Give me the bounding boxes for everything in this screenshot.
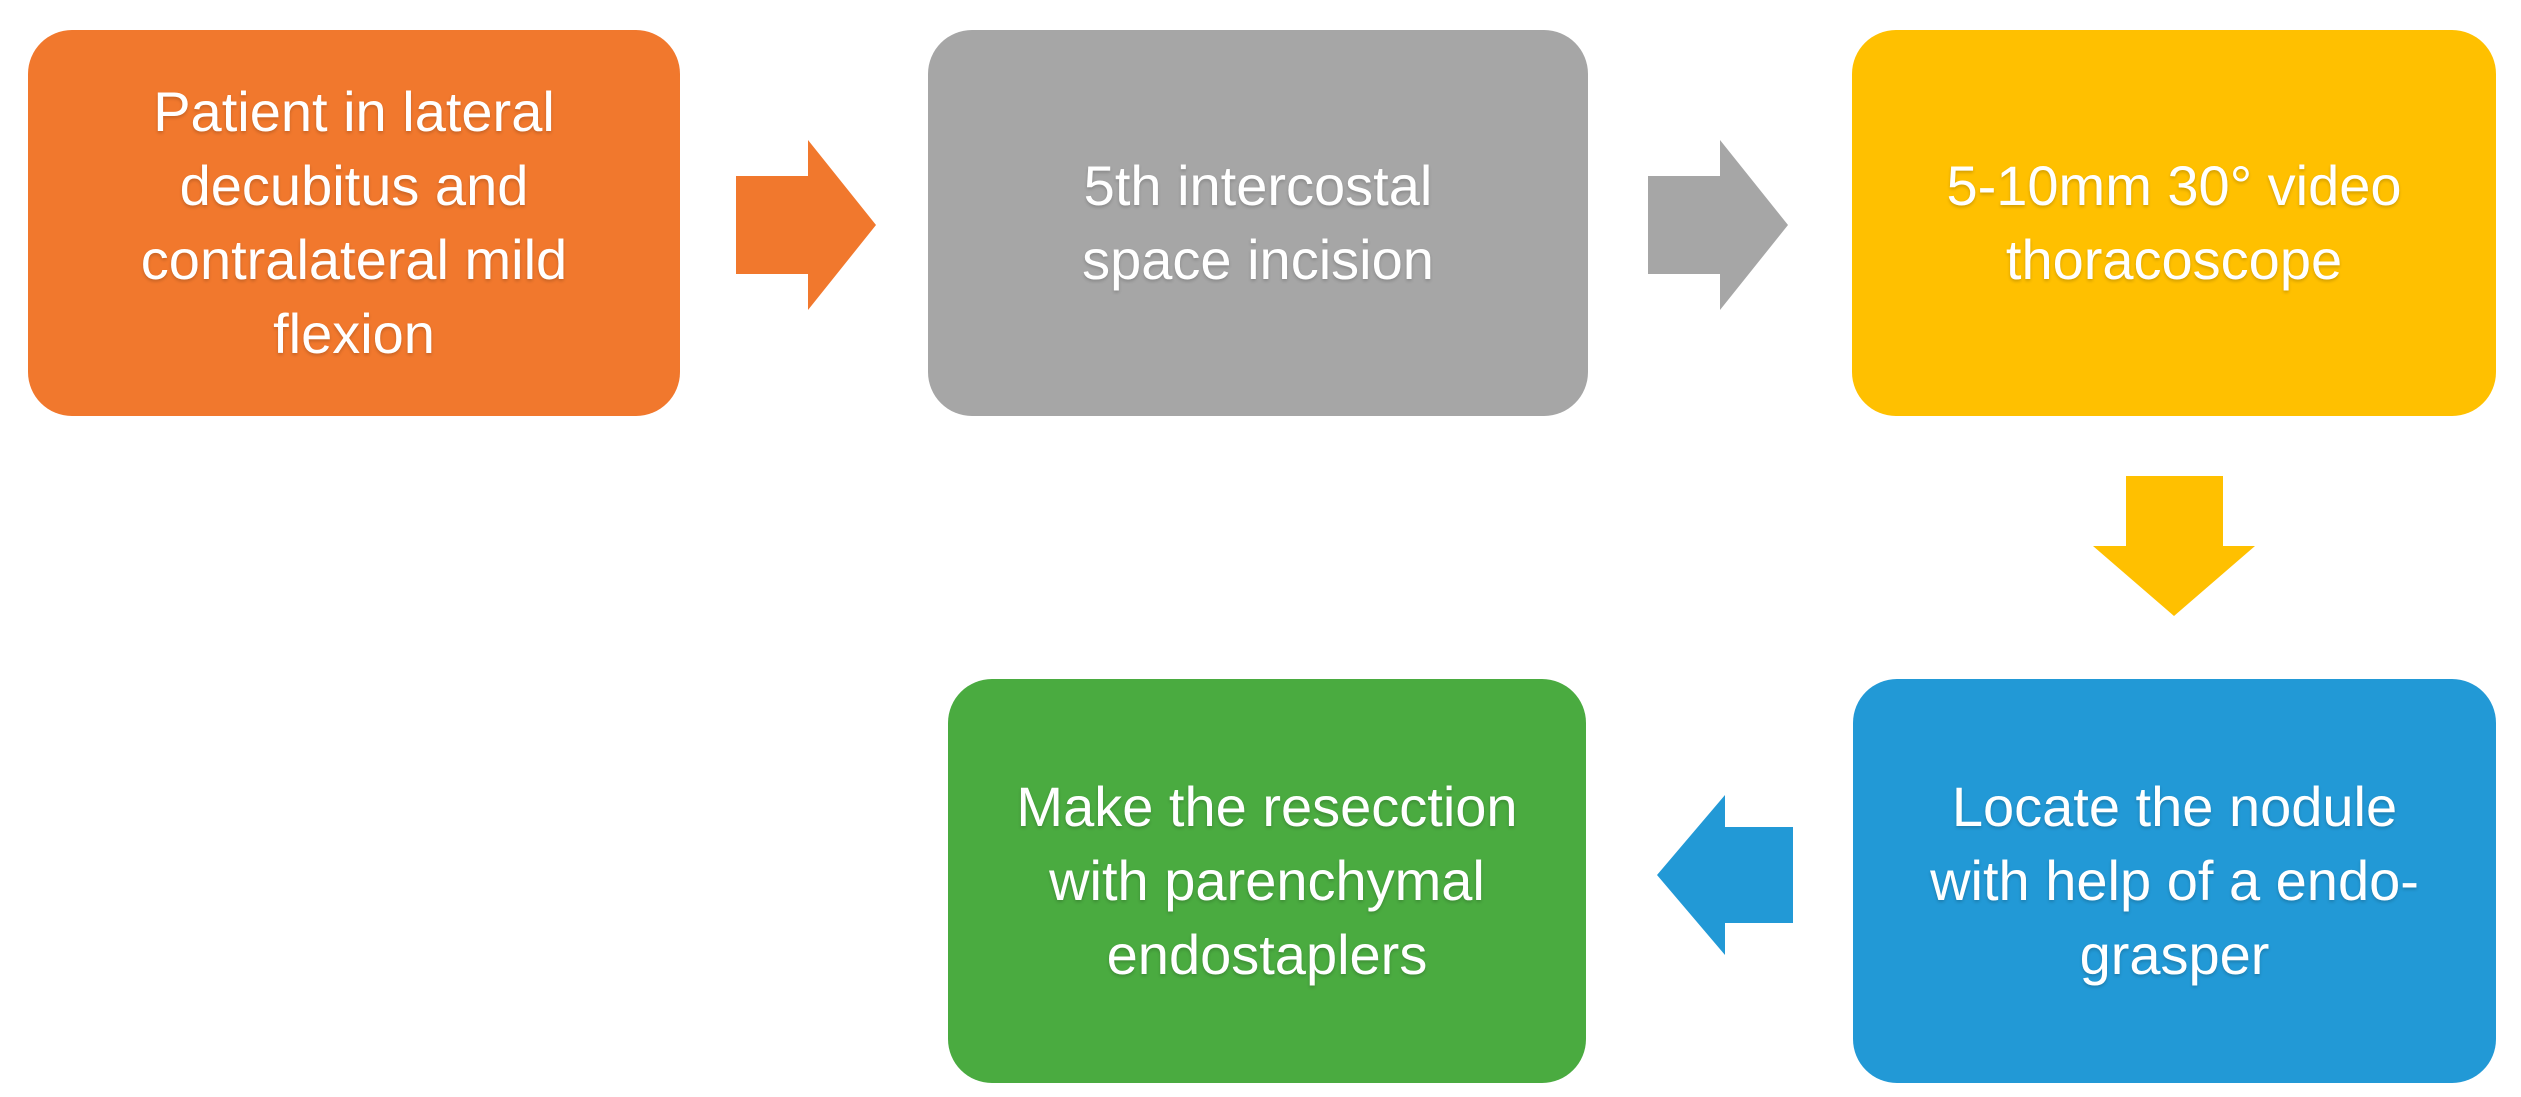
step-label-resection: Make the resecction with parenchymal end… [1016,775,1518,986]
step-label-thoracoscope: 5-10mm 30° video thoracoscope [1946,154,2402,291]
step-label-patient-position: Patient in lateral decubitus and contral… [140,80,568,365]
step-label-incision: 5th intercostal space incision [1082,154,1434,291]
step-box-patient-position: Patient in lateral decubitus and contral… [28,30,680,416]
flow-arrow-right-step2-to-step3 [1648,140,1788,310]
step-box-resection: Make the resecction with parenchymal end… [948,679,1586,1083]
step-box-thoracoscope: 5-10mm 30° video thoracoscope [1852,30,2496,416]
down-arrow-icon [2093,476,2255,616]
flow-arrow-down-step3-to-step4 [2093,476,2255,616]
step-box-locate-nodule: Locate the nodule with help of a endo- g… [1853,679,2496,1083]
right-arrow-icon [736,140,876,310]
flow-arrow-left-step4-to-step5 [1657,795,1793,955]
left-arrow-icon [1657,795,1793,955]
step-label-locate-nodule: Locate the nodule with help of a endo- g… [1930,775,2419,986]
right-arrow-icon [1648,140,1788,310]
step-box-incision: 5th intercostal space incision [928,30,1588,416]
flow-arrow-right-step1-to-step2 [736,140,876,310]
